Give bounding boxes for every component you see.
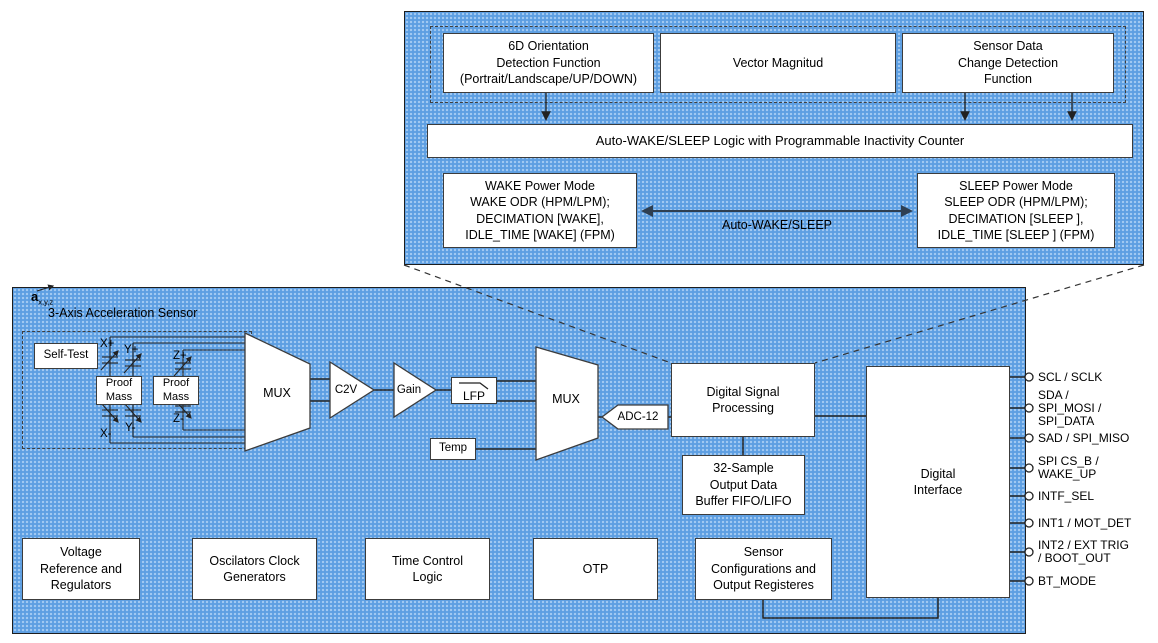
temp-box: Temp <box>430 438 476 460</box>
vector-magnitude-box: Vector Magnitud <box>660 33 896 93</box>
proof-mass-box-2: Proof Mass <box>153 376 199 405</box>
adc-label: ADC-12 <box>617 411 659 423</box>
sensor-config-box: Sensor Configurations and Output Registe… <box>695 538 832 600</box>
fifo-buffer-box: 32-Sample Output Data Buffer FIFO/LIFO <box>682 455 805 515</box>
orientation-functions-group-box <box>430 26 1126 103</box>
adc-shape <box>600 404 669 430</box>
electrode-x-minus: X- <box>100 428 112 440</box>
pin-label-scl-sclk: SCL / SCLK <box>1038 370 1103 384</box>
varcap-z-top-icon <box>173 356 192 377</box>
accel-vector-arrow <box>36 284 55 292</box>
sleep-power-mode-box: SLEEP Power Mode SLEEP ODR (HPM/LPM); DE… <box>917 173 1115 248</box>
mux1-label: MUX <box>263 386 291 400</box>
oscillators-box: Oscilators Clock Generators <box>192 538 317 600</box>
varcap-y-top-icon <box>123 353 142 374</box>
mux2-label: MUX <box>552 392 580 406</box>
pin-label-int1-mot-det: INT1 / MOT_DET <box>1038 516 1132 530</box>
pin-label-spi-cs-b-wake-up: SPI CS_B / WAKE_UP <box>1038 454 1099 481</box>
pin-label-intf-sel: INTF_SEL <box>1038 489 1095 503</box>
lfp-label: LFP <box>462 389 485 403</box>
sensor-title: 3-Axis Acceleration Sensor <box>48 306 198 320</box>
pin-label-sad-spi-miso: SAD / SPI_MISO <box>1038 431 1130 445</box>
pin-label-bt-mode: BT_MODE <box>1038 574 1097 588</box>
accel-subscript: x,y,z <box>38 297 54 307</box>
electrode-z-minus: Z- <box>173 413 184 425</box>
voltage-reference-box: Voltage Reference and Regulators <box>22 538 140 600</box>
electrode-y-minus: Y- <box>125 422 136 434</box>
accel-vector-symbol: ax,y,z <box>31 289 53 307</box>
digital-interface-box: Digital Interface <box>866 366 1010 598</box>
auto-wake-sleep-logic-bar: Auto-WAKE/SLEEP Logic with Programmable … <box>427 124 1133 158</box>
double-arrow-head-right <box>901 205 913 217</box>
orientation-detection-box: 6D Orientation Detection Function (Portr… <box>443 33 654 93</box>
pin-circles <box>1024 372 1034 586</box>
accel-symbol-a: a <box>31 289 39 304</box>
lfp-box: LFP <box>451 377 497 404</box>
pin-label-int2-ext-trig-boot-out: INT2 / EXT TRIG / BOOT_OUT <box>1038 538 1129 565</box>
pin-label-sda-spi-mosi-spi-data: SDA / SPI_MOSI / SPI_DATA <box>1038 388 1102 428</box>
gain-label: Gain <box>396 384 422 396</box>
electrode-y-plus: Y+ <box>124 344 139 356</box>
double-arrow-head-left <box>641 205 653 217</box>
auto-wake-sleep-arrow-label: Auto-WAKE/SLEEP <box>722 218 832 232</box>
pin-stubs <box>1010 376 1025 582</box>
varcap-x-bottom-icon <box>100 402 119 423</box>
dsp-box: Digital Signal Processing <box>671 363 815 437</box>
proof-mass-box-1: Proof Mass <box>96 376 142 405</box>
c2v-amp-shape <box>329 360 376 420</box>
callout-line-right <box>814 264 1145 364</box>
varcap-y-bottom-icon <box>123 402 142 423</box>
time-control-box: Time Control Logic <box>365 538 490 600</box>
gain-amp-shape <box>393 361 438 419</box>
mux2-shape <box>535 346 599 461</box>
otp-box: OTP <box>533 538 658 600</box>
wake-power-mode-box: WAKE Power Mode WAKE ODR (HPM/LPM); DECI… <box>443 173 637 248</box>
c2v-label: C2V <box>334 384 358 396</box>
callout-line-left <box>403 264 672 364</box>
sensor-data-change-box: Sensor Data Change Detection Function <box>902 33 1114 93</box>
varcap-x-top-icon <box>100 350 119 371</box>
mux1-shape <box>244 331 311 452</box>
self-test-box: Self-Test <box>34 343 98 369</box>
main-block-panel <box>12 287 1026 634</box>
lowpass-filter-icon <box>459 382 489 390</box>
electrode-x-plus: X+ <box>100 338 115 350</box>
electrode-z-plus: Z+ <box>173 350 187 362</box>
